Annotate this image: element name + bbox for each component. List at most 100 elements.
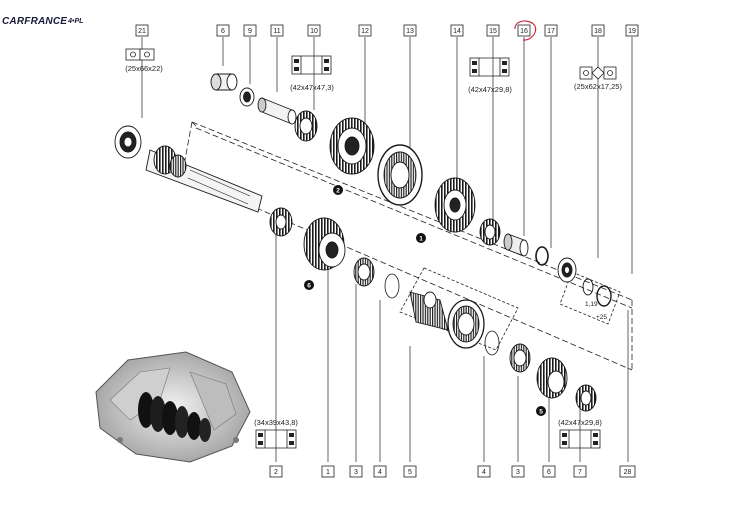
callout-2-label: 2 xyxy=(274,469,278,476)
callout-28-label: 28 xyxy=(624,469,632,476)
input-shaft[interactable] xyxy=(145,145,263,213)
legend-7: (42x47x29,8) xyxy=(558,418,602,449)
needle-bearing-15[interactable] xyxy=(479,218,501,246)
synchro-group-box xyxy=(399,267,621,351)
callout-18[interactable]: 18 xyxy=(591,24,605,37)
gear-markers: 2 1 6 5 xyxy=(304,185,546,416)
circlip-17[interactable] xyxy=(535,246,549,266)
callout-13-label: 13 xyxy=(406,28,414,35)
callout-16-label: 16 xyxy=(520,28,528,35)
legend-2-text: (34x39x43,8) xyxy=(254,418,298,427)
legend-15-text: (42x47x29,8) xyxy=(468,85,512,94)
highlight-circle xyxy=(514,20,537,41)
gear-marker-5-label: 5 xyxy=(539,409,543,416)
legend-15: (42x47x29,8) xyxy=(468,57,512,94)
callout-boxes: 21 6 9 11 10 12 13 14 15 16 17 18 19 2 1… xyxy=(135,20,639,478)
brand-logo-text: CARFRANCE xyxy=(2,15,68,27)
callout-6-label: 6 xyxy=(221,28,225,35)
callout-4b-label: 4 xyxy=(482,469,486,476)
gear-12[interactable] xyxy=(329,117,375,175)
synchro-ring-3a[interactable] xyxy=(353,257,375,287)
axis-corner xyxy=(191,121,197,127)
shim-thickness-label: 1,19 xyxy=(585,301,598,308)
callout-9[interactable]: 9 xyxy=(243,24,257,37)
callout-6b[interactable]: 6 xyxy=(542,465,556,478)
callout-10[interactable]: 10 xyxy=(307,24,321,37)
callout-12[interactable]: 12 xyxy=(358,24,372,37)
parts: 1,19 +25 xyxy=(114,73,612,412)
leader-lines xyxy=(141,37,633,462)
callout-21-label: 21 xyxy=(138,28,146,35)
callout-3a-label: 3 xyxy=(354,469,358,476)
legend-18-text: (25x62x17,25) xyxy=(574,82,622,91)
callout-21[interactable]: 21 xyxy=(135,24,149,37)
legend-7-text: (42x47x29,8) xyxy=(558,418,602,427)
callout-7[interactable]: 7 xyxy=(573,465,587,478)
sleeve-11[interactable] xyxy=(257,97,297,125)
bearing-21[interactable] xyxy=(114,125,142,159)
callout-3a[interactable]: 3 xyxy=(349,465,363,478)
housing-gear-stack xyxy=(138,392,211,442)
ring-9[interactable] xyxy=(239,87,255,107)
callout-15[interactable]: 15 xyxy=(486,24,500,37)
gearbox-housing-thumbnail[interactable] xyxy=(95,351,251,463)
shim-tolerance-label: +25 xyxy=(596,314,607,321)
callout-5-label: 5 xyxy=(408,469,412,476)
hub-5[interactable] xyxy=(409,291,449,331)
callout-11-label: 11 xyxy=(273,28,280,35)
callout-28[interactable]: 28 xyxy=(619,465,636,478)
dimension-legends: (25x66x22) (42x47x47,3) (42x47x29,8) xyxy=(125,48,622,449)
spacer-16[interactable] xyxy=(503,233,529,257)
gear-marker-6-label: 6 xyxy=(307,283,311,290)
gear-14[interactable] xyxy=(434,177,476,233)
callout-4b[interactable]: 4 xyxy=(477,465,491,478)
axis-line-right xyxy=(195,127,633,309)
brand-logo-suffix: 4•PL xyxy=(68,17,84,25)
gear-marker-1: 1 xyxy=(416,233,426,243)
bearing-18[interactable] xyxy=(557,257,577,283)
callout-17[interactable]: 17 xyxy=(544,24,558,37)
needle-bearing-7[interactable] xyxy=(575,384,597,412)
callout-4a[interactable]: 4 xyxy=(373,465,387,478)
callout-1[interactable]: 1 xyxy=(321,465,335,478)
gear-1[interactable] xyxy=(303,217,346,271)
shim-group-outline xyxy=(559,271,621,325)
callout-19[interactable]: 19 xyxy=(625,24,639,37)
synchro-ring-3b[interactable] xyxy=(509,343,531,373)
needle-bearing-10[interactable] xyxy=(294,110,318,142)
legend-21: (25x66x22) xyxy=(125,48,163,73)
callout-5[interactable]: 5 xyxy=(403,465,417,478)
brand-logo: CARFRANCE 4•PL xyxy=(2,14,83,28)
gear-6b[interactable] xyxy=(536,357,568,399)
wire-ring-4a[interactable] xyxy=(384,273,400,299)
needle-bearing-2[interactable] xyxy=(269,207,293,237)
callout-16[interactable]: 16 xyxy=(514,20,537,41)
callout-15-label: 15 xyxy=(489,28,497,35)
callout-2[interactable]: 2 xyxy=(269,465,283,478)
sleeve-5[interactable] xyxy=(447,299,485,349)
callout-14[interactable]: 14 xyxy=(450,24,464,37)
legend-2: (34x39x43,8) xyxy=(254,418,298,449)
callout-18-label: 18 xyxy=(594,28,602,35)
bearing-race-6[interactable] xyxy=(210,73,238,91)
callout-11[interactable]: 11 xyxy=(270,24,284,37)
callout-9-label: 9 xyxy=(248,28,252,35)
callout-6b-label: 6 xyxy=(547,469,551,476)
callout-19-label: 19 xyxy=(628,28,636,35)
callout-6[interactable]: 6 xyxy=(216,24,230,37)
synchro-13[interactable] xyxy=(377,144,423,206)
upper-axis-line xyxy=(191,121,633,301)
callout-3b[interactable]: 3 xyxy=(511,465,525,478)
callout-10-label: 10 xyxy=(310,28,318,35)
callout-12-label: 12 xyxy=(361,28,369,35)
callout-1-label: 1 xyxy=(326,469,330,476)
legend-21-text: (25x66x22) xyxy=(125,64,163,73)
wire-ring-4b[interactable] xyxy=(484,330,500,356)
legend-10: (42x47x47,3) xyxy=(290,55,334,92)
callout-13[interactable]: 13 xyxy=(403,24,417,37)
callout-14-label: 14 xyxy=(453,28,461,35)
shims-19[interactable]: 1,19 +25 xyxy=(582,278,612,321)
legend-10-text: (42x47x47,3) xyxy=(290,83,334,92)
